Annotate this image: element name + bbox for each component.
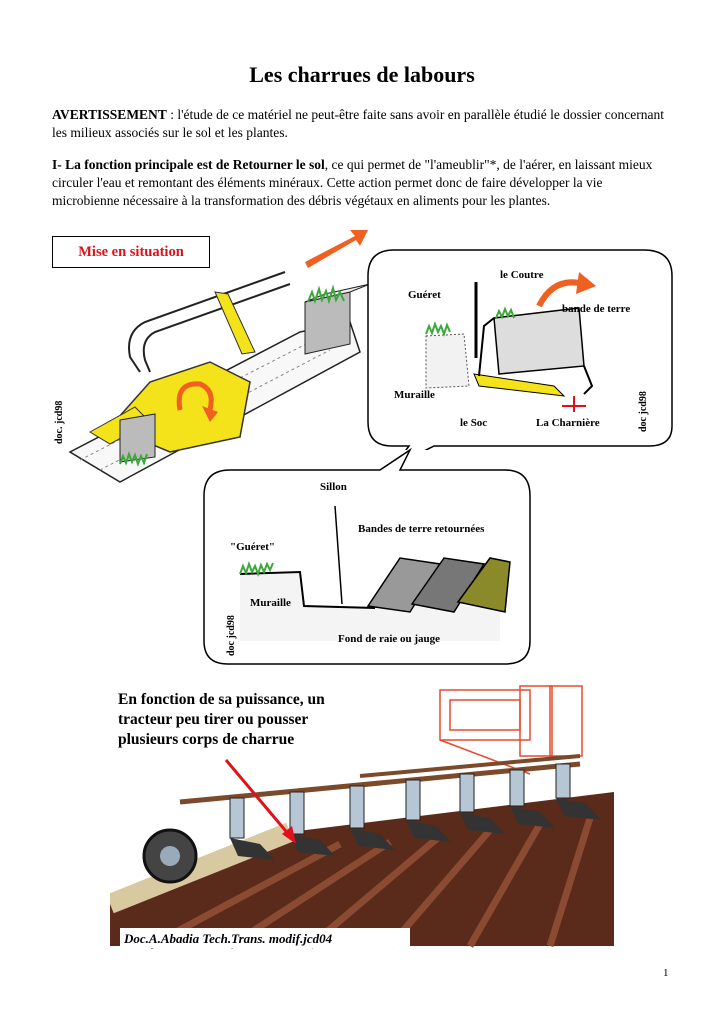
page-number: 1: [663, 967, 669, 979]
tractor-plow-illustration: En fonction de sa puissance, un tracteur…: [110, 685, 614, 950]
situation-box: Mise en situation: [52, 236, 210, 268]
section-paragraph: I- La fonction principale est de Retourn…: [52, 156, 672, 210]
label-soc: le Soc: [460, 417, 487, 429]
label-charniere: La Charnière: [536, 417, 600, 429]
bubble1-doc-label: doc jcd98: [638, 391, 649, 432]
label-sillon: Sillon: [320, 481, 347, 493]
label-muraille-2: Muraille: [250, 597, 291, 609]
warning-paragraph: AVERTISSEMENT : l'étude de ce matériel n…: [52, 106, 672, 142]
share: [473, 373, 566, 397]
warning-text: : l'étude de ce matériel ne peut-être fa…: [52, 107, 665, 140]
plow-illustration: doc. jcd98: [54, 230, 371, 483]
direction-arrow: [305, 230, 368, 268]
label-bandes: Bandes de terre retournées: [358, 523, 485, 535]
label-fond: Fond de raie ou jauge: [338, 633, 440, 645]
figure1-doc-label: doc. jcd98: [54, 401, 65, 444]
label-coutre: le Coutre: [500, 269, 544, 281]
label-gueret: Guéret: [408, 289, 441, 301]
label-gueret-2: "Guéret": [230, 541, 275, 553]
furrow-bubble: Sillon Bandes de terre retournées "Guére…: [203, 447, 531, 665]
figure2-credit: Doc.A.Abadia Tech.Trans. modif.jcd04: [123, 931, 333, 946]
warning-label: AVERTISSEMENT: [52, 107, 167, 122]
label-muraille: Muraille: [394, 389, 435, 401]
caption-line-2: tracteur peu tirer ou pousser: [118, 711, 308, 728]
section-label: I- La fonction principale est de Retourn…: [52, 157, 325, 172]
caption-line-1: En fonction de sa puissance, un: [118, 691, 325, 708]
label-bande: bande de terre: [562, 303, 630, 315]
plow-body-bubble: le Coutre Guéret bande de terre Muraille…: [367, 249, 673, 450]
caption-line-3: plusieurs corps de charrue: [118, 731, 294, 748]
bubble2-doc-label: doc jcd98: [226, 615, 237, 656]
section-text: , ce qui permet de "l'ameublir"*, de l'a…: [52, 157, 653, 208]
page-title: Les charrues de labours: [249, 62, 475, 87]
